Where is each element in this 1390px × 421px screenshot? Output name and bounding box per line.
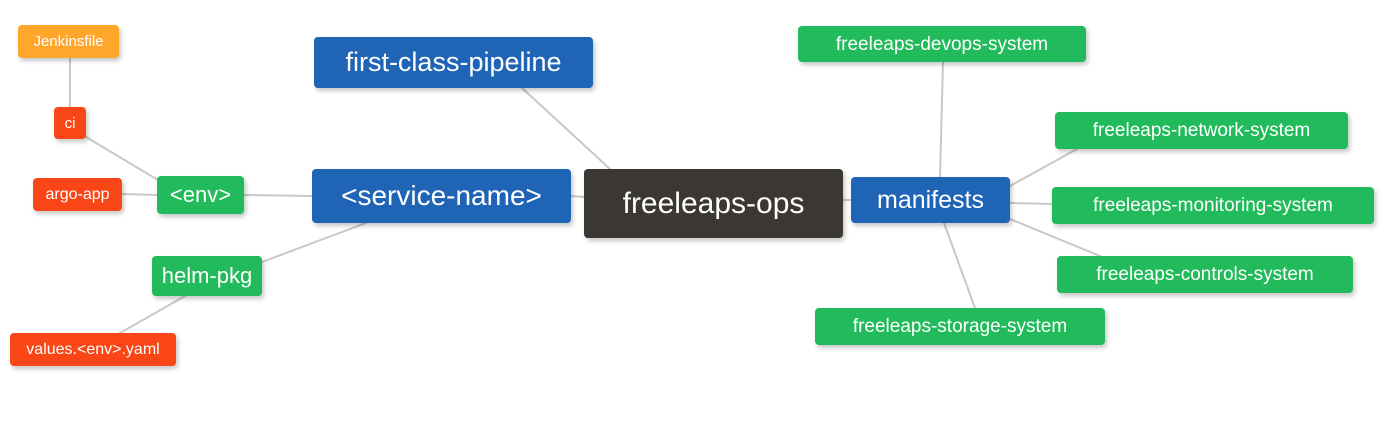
- edge-manifests-to-storage-system: [943, 222, 976, 309]
- edge-manifests-to-monitoring-system: [1009, 202, 1053, 205]
- node-label: helm-pkg: [161, 263, 253, 288]
- node-first-class-pipeline[interactable]: first-class-pipeline: [314, 37, 593, 88]
- node-network-system[interactable]: freeleaps-network-system: [1055, 112, 1348, 149]
- node-label: freeleaps-monitoring-system: [1093, 195, 1333, 216]
- node-storage-system[interactable]: freeleaps-storage-system: [815, 308, 1105, 345]
- node-jenkinsfile[interactable]: Jenkinsfile: [18, 25, 119, 58]
- edge-argo-app-to-env: [121, 193, 158, 196]
- node-label: ci: [64, 114, 76, 132]
- edge-env-to-service-name: [243, 194, 313, 197]
- node-values-yaml[interactable]: values.<env>.yaml: [10, 333, 176, 366]
- node-label: <service-name>: [341, 180, 542, 211]
- node-freeleaps-ops[interactable]: freeleaps-ops: [584, 169, 843, 238]
- edge-service-name-to-freeleaps-ops: [570, 195, 585, 198]
- node-label: freeleaps-devops-system: [835, 33, 1049, 55]
- node-helm-pkg[interactable]: helm-pkg: [152, 256, 262, 296]
- node-label: freeleaps-network-system: [1092, 120, 1311, 141]
- node-devops-system[interactable]: freeleaps-devops-system: [798, 26, 1086, 62]
- node-label: freeleaps-ops: [622, 186, 805, 220]
- node-argo-app[interactable]: argo-app: [33, 178, 122, 211]
- node-label: values.<env>.yaml: [26, 340, 160, 358]
- edge-ci-to-env: [85, 136, 159, 181]
- node-label: freeleaps-controls-system: [1096, 264, 1314, 285]
- node-manifests[interactable]: manifests: [851, 177, 1010, 223]
- node-label: Jenkinsfile: [33, 33, 104, 50]
- edge-manifests-to-network-system: [1009, 148, 1078, 187]
- node-ci[interactable]: ci: [54, 107, 86, 139]
- node-env[interactable]: <env>: [157, 176, 244, 214]
- edge-manifests-to-devops-system: [939, 61, 944, 178]
- node-service-name[interactable]: <service-name>: [312, 169, 571, 223]
- node-monitoring-system[interactable]: freeleaps-monitoring-system: [1052, 187, 1374, 224]
- node-label: freeleaps-storage-system: [852, 316, 1068, 337]
- node-label: argo-app: [45, 185, 110, 203]
- node-label: first-class-pipeline: [345, 47, 562, 77]
- edge-helm-pkg-to-values-yaml: [119, 295, 186, 334]
- node-label: manifests: [877, 185, 984, 214]
- edge-service-name-to-helm-pkg: [261, 222, 367, 263]
- edge-first-class-pipeline-to-freeleaps-ops: [521, 87, 611, 170]
- node-label: <env>: [169, 182, 232, 207]
- edge-manifests-to-controls-system: [1009, 218, 1101, 257]
- node-controls-system[interactable]: freeleaps-controls-system: [1057, 256, 1353, 293]
